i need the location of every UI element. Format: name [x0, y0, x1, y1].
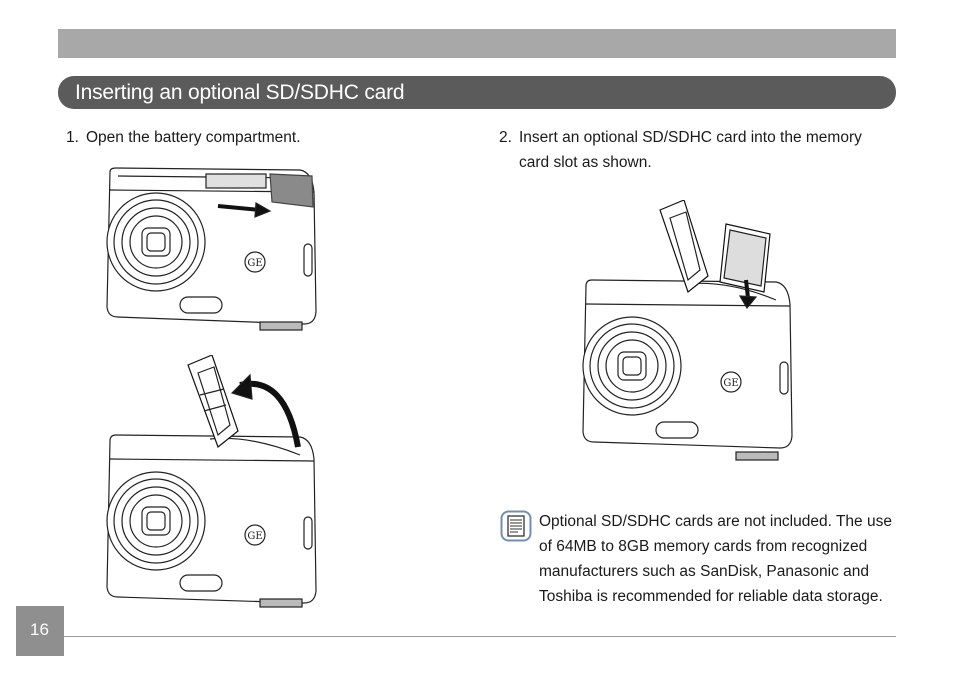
section-header: Inserting an optional SD/SDHC card — [58, 76, 896, 109]
step-2: 2. Insert an optional SD/SDHC card into … — [499, 125, 889, 175]
step-text: Open the battery compartment. — [86, 129, 301, 146]
top-banner-bar — [58, 29, 896, 58]
sd-card-insert-illustration: GE — [582, 200, 793, 461]
footer-divider — [64, 636, 896, 637]
step-1: 1. Open the battery compartment. — [66, 125, 426, 150]
step-text: Insert an optional SD/SDHC card into the… — [519, 129, 862, 171]
note-text: Optional SD/SDHC cards are not included.… — [539, 513, 892, 605]
camera-door-open-illustration: GE — [106, 355, 317, 608]
camera-logo: GE — [723, 378, 738, 389]
step-number: 1. — [66, 129, 79, 146]
camera-open-door-illustration: GE — [106, 167, 317, 331]
note-icon — [500, 510, 532, 542]
step-number: 2. — [499, 129, 512, 146]
camera-logo: GE — [247, 258, 262, 269]
camera-logo: GE — [247, 531, 262, 542]
page-number: 16 — [30, 620, 49, 639]
page-number-box: 16 — [16, 606, 64, 656]
section-title: Inserting an optional SD/SDHC card — [75, 81, 405, 104]
